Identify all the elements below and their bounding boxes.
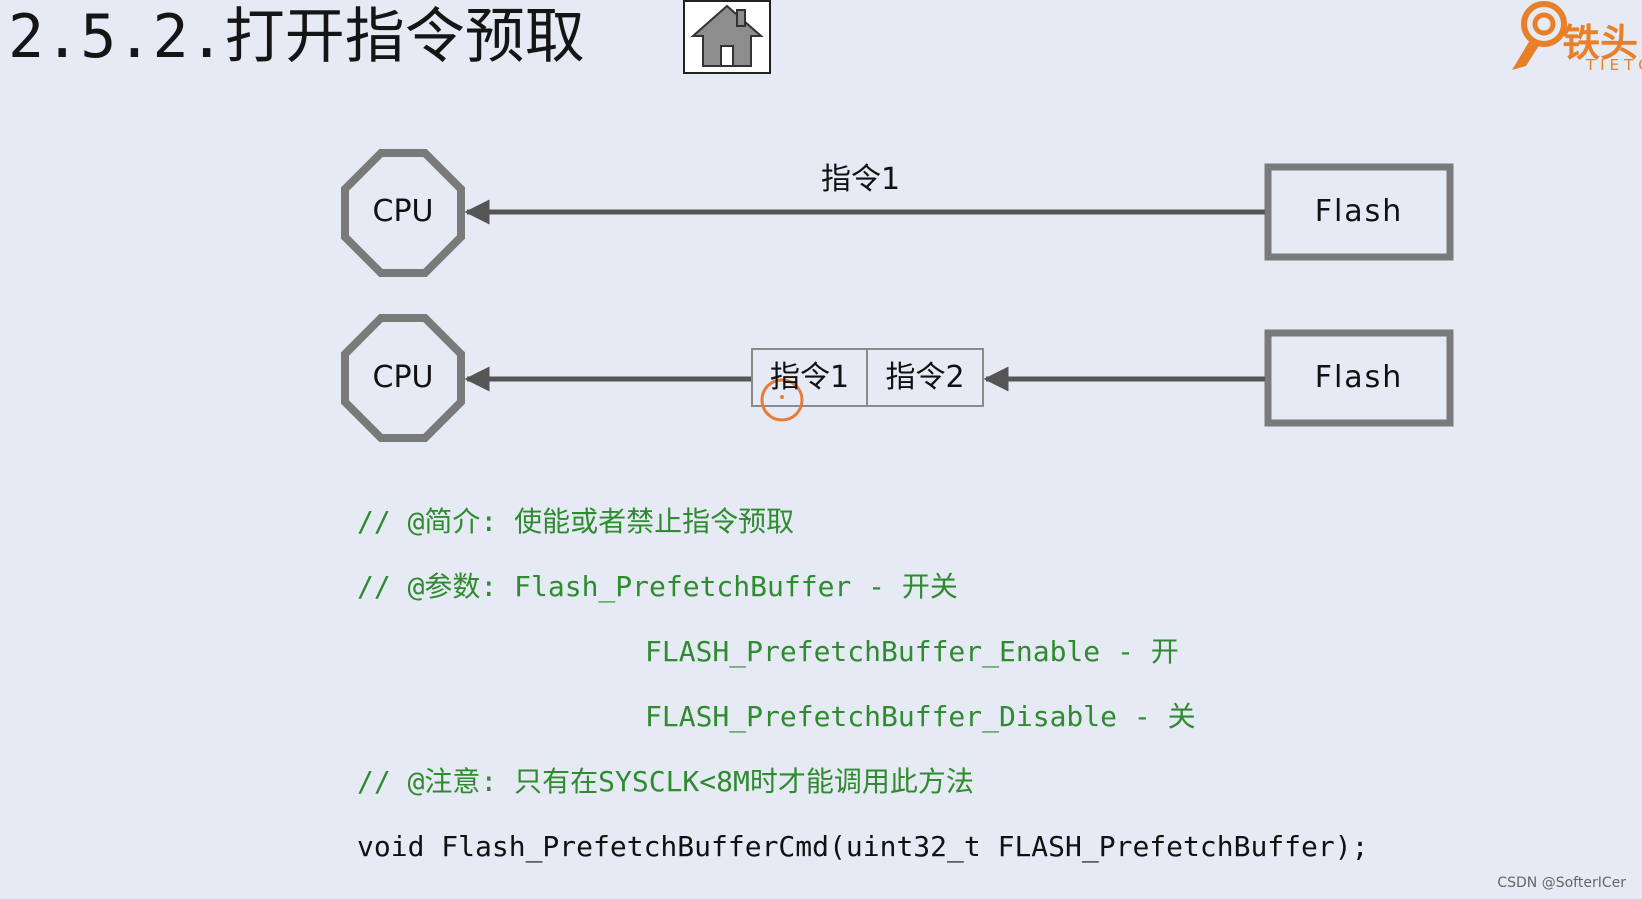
- arrow-label-1: 指令1: [821, 162, 901, 197]
- home-button[interactable]: [683, 0, 771, 74]
- cursor-highlight-ring: [760, 378, 804, 422]
- cpu-label-1: CPU: [372, 194, 434, 229]
- cpu-node-1: [341, 149, 465, 277]
- flash-label-2: Flash: [1314, 360, 1404, 395]
- code-comment-disable: FLASH_PrefetchBuffer_Disable - 关: [645, 700, 1196, 733]
- code-function-signature: void Flash_PrefetchBufferCmd(uint32_t FL…: [357, 830, 1369, 863]
- code-comment-note: // @注意: 只有在SYSCLK<8M时才能调用此方法: [357, 765, 974, 798]
- cpu-node-2: [341, 314, 465, 442]
- page-title: 2.5.2.打开指令预取: [8, 2, 585, 72]
- logo-subtext: TIETOU: [1586, 56, 1642, 74]
- flash-node-1: [1264, 163, 1454, 261]
- buffer-cell-2: 指令2: [885, 360, 965, 395]
- code-comment-brief: // @简介: 使能或者禁止指令预取: [357, 505, 795, 538]
- cpu-label-2: CPU: [372, 360, 434, 395]
- cursor-dot: [780, 395, 784, 399]
- watermark: CSDN @SofterICer: [1497, 875, 1626, 891]
- code-comment-enable: FLASH_PrefetchBuffer_Enable - 开: [645, 635, 1179, 668]
- flash-node-2: [1264, 329, 1454, 427]
- logo-mark: [1512, 1, 1567, 70]
- logo-text: 铁头: [1562, 21, 1639, 65]
- code-comment-param: // @参数: Flash_PrefetchBuffer - 开关: [357, 570, 958, 603]
- buffer-cell-1: 指令1: [769, 360, 850, 395]
- flash-label-1: Flash: [1314, 194, 1404, 229]
- home-icon: [690, 4, 764, 67]
